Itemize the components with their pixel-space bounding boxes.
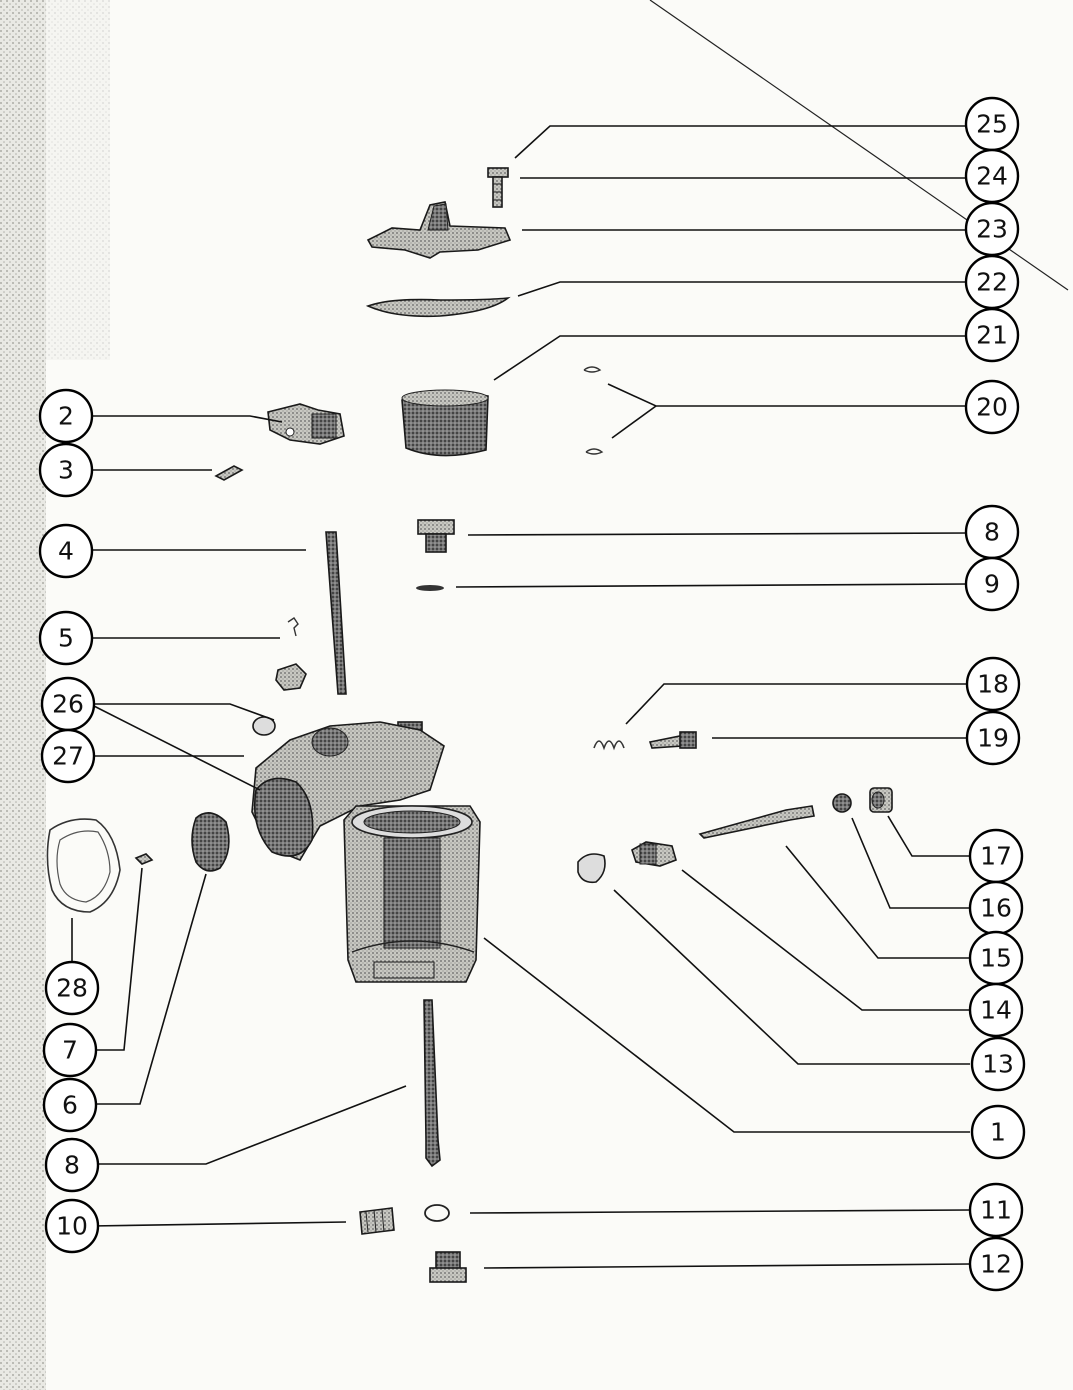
svg-text:8: 8 bbox=[64, 1151, 80, 1180]
svg-text:28: 28 bbox=[56, 974, 88, 1003]
part-8-plug-upper bbox=[417, 519, 455, 553]
part-16-ring bbox=[832, 793, 852, 813]
part-17-nut bbox=[869, 787, 893, 813]
callout-1: 1 bbox=[970, 1104, 1026, 1160]
part-2-fitting bbox=[267, 403, 345, 445]
callout-28: 28 bbox=[44, 960, 100, 1016]
callout-22: 22 bbox=[964, 254, 1020, 310]
part-28-gasket bbox=[46, 818, 121, 913]
part-3-pin bbox=[214, 465, 244, 481]
svg-text:7: 7 bbox=[62, 1036, 78, 1065]
callout-21: 21 bbox=[964, 307, 1020, 363]
callout-6: 6 bbox=[42, 1077, 98, 1133]
part-20-clip-lower bbox=[585, 448, 604, 455]
callout-18: 18 bbox=[965, 656, 1021, 712]
callout-8-lower: 8 bbox=[44, 1137, 100, 1193]
svg-text:9: 9 bbox=[984, 570, 1000, 599]
callout-5: 5 bbox=[38, 610, 94, 666]
svg-text:2: 2 bbox=[58, 402, 74, 431]
svg-text:21: 21 bbox=[976, 321, 1008, 350]
callout-2: 2 bbox=[38, 388, 94, 444]
svg-text:27: 27 bbox=[52, 742, 84, 771]
part-22-gasket bbox=[365, 296, 511, 318]
part-8-rod-lower bbox=[423, 999, 441, 1168]
svg-text:8: 8 bbox=[984, 518, 1000, 547]
svg-text:15: 15 bbox=[980, 944, 1012, 973]
part-4-rod bbox=[325, 531, 347, 695]
svg-text:12: 12 bbox=[980, 1250, 1012, 1279]
callout-12: 12 bbox=[968, 1236, 1024, 1292]
callout-14: 14 bbox=[968, 982, 1024, 1038]
part-20-clip-upper bbox=[583, 366, 602, 373]
svg-text:5: 5 bbox=[58, 624, 74, 653]
callout-16: 16 bbox=[968, 880, 1024, 936]
svg-text:22: 22 bbox=[976, 268, 1008, 297]
part-15-needle bbox=[698, 805, 815, 839]
svg-text:6: 6 bbox=[62, 1091, 78, 1120]
part-7-screw bbox=[134, 853, 154, 865]
callout-9: 9 bbox=[964, 556, 1020, 612]
part-21-float bbox=[401, 389, 489, 457]
callout-7: 7 bbox=[42, 1022, 98, 1078]
svg-text:19: 19 bbox=[977, 724, 1009, 753]
svg-text:18: 18 bbox=[977, 670, 1009, 699]
callout-11: 11 bbox=[968, 1182, 1024, 1238]
svg-text:14: 14 bbox=[980, 996, 1012, 1025]
part-14-fitting bbox=[631, 841, 677, 867]
callout-27: 27 bbox=[40, 728, 96, 784]
callout-20: 20 bbox=[964, 379, 1020, 435]
part-12-plug bbox=[429, 1251, 467, 1283]
scan-border-shading-top bbox=[0, 0, 110, 360]
part-5-clip bbox=[287, 617, 299, 637]
svg-text:4: 4 bbox=[58, 537, 74, 566]
part-24-screw bbox=[487, 167, 509, 208]
svg-text:24: 24 bbox=[976, 162, 1008, 191]
part-23-cover-plate bbox=[366, 201, 512, 259]
callout-17: 17 bbox=[968, 828, 1024, 884]
svg-text:16: 16 bbox=[980, 894, 1012, 923]
svg-text:20: 20 bbox=[976, 393, 1008, 422]
svg-text:25: 25 bbox=[976, 110, 1008, 139]
svg-text:23: 23 bbox=[976, 215, 1008, 244]
svg-text:26: 26 bbox=[52, 690, 84, 719]
svg-text:3: 3 bbox=[58, 456, 74, 485]
callout-3: 3 bbox=[38, 442, 94, 498]
part-13-plug bbox=[577, 853, 606, 884]
callout-23: 23 bbox=[964, 201, 1020, 257]
callout-24: 24 bbox=[964, 148, 1020, 204]
callout-13: 13 bbox=[970, 1036, 1026, 1092]
callout-4: 4 bbox=[38, 523, 94, 579]
callout-25: 25 bbox=[964, 96, 1020, 152]
part-18-spring bbox=[593, 740, 625, 751]
svg-text:17: 17 bbox=[980, 842, 1012, 871]
part-11-washer bbox=[424, 1204, 450, 1222]
leader-lines bbox=[71, 125, 971, 1269]
svg-text:13: 13 bbox=[982, 1050, 1014, 1079]
svg-text:10: 10 bbox=[56, 1212, 88, 1241]
callout-19: 19 bbox=[965, 710, 1021, 766]
svg-text:11: 11 bbox=[980, 1196, 1012, 1225]
part-26-nut bbox=[275, 663, 307, 691]
callout-10: 10 bbox=[44, 1198, 100, 1254]
callout-26: 26 bbox=[40, 676, 96, 732]
callout-8-upper: 8 bbox=[964, 504, 1020, 560]
part-9-washer bbox=[416, 585, 444, 591]
part-10-spring bbox=[359, 1207, 395, 1235]
part-6-diaphragm bbox=[191, 812, 230, 872]
part-19-screw bbox=[648, 731, 697, 749]
callout-15: 15 bbox=[968, 930, 1024, 986]
part-1-carburetor-body bbox=[251, 721, 481, 983]
svg-text:1: 1 bbox=[990, 1118, 1006, 1147]
